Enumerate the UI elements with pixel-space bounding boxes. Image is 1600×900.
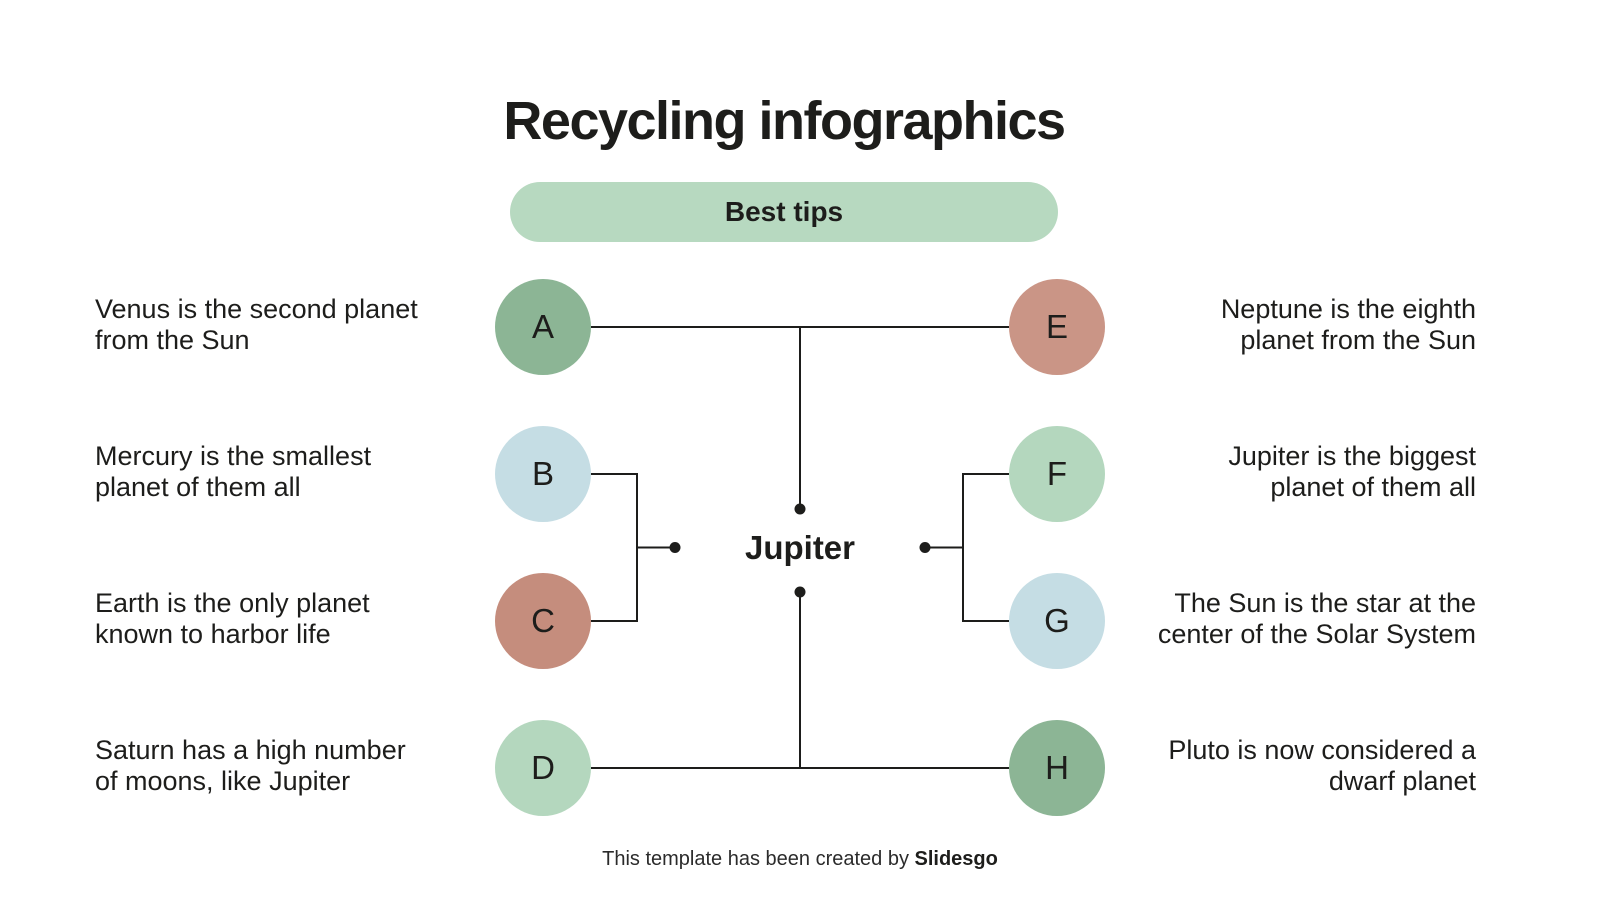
- node-h-circle: H: [1009, 720, 1105, 816]
- text-earth: Earth is the only planet known to harbor…: [95, 588, 370, 649]
- node-a-letter: A: [531, 308, 554, 345]
- node-b-circle: B: [495, 426, 591, 522]
- connector-top-dot: [794, 503, 806, 515]
- node-b-letter: B: [531, 455, 554, 492]
- footer-brand: Slidesgo: [914, 848, 998, 870]
- connector-b-c-bracket: [591, 473, 638, 622]
- node-g-circle: G: [1009, 573, 1105, 669]
- center-label: Jupiter: [744, 529, 856, 566]
- connector-right-dot: [919, 542, 931, 553]
- node-f-letter: F: [1046, 455, 1068, 492]
- text-jupiter: Jupiter is the biggest planet of them al…: [1228, 441, 1476, 502]
- node-d-circle: D: [495, 720, 591, 816]
- connector-f-g-bracket: [962, 473, 1009, 622]
- node-g-letter: G: [1044, 602, 1070, 639]
- node-e-circle: E: [1009, 279, 1105, 375]
- text-saturn: Saturn has a high number of moons, like …: [95, 735, 406, 796]
- footer-credit: This template has been created by Slides…: [0, 848, 1600, 871]
- page-title: Recycling infographics: [503, 91, 1066, 151]
- text-mercury: Mercury is the smallest planet of them a…: [95, 441, 372, 502]
- node-f-circle: F: [1009, 426, 1105, 522]
- text-pluto: Pluto is now considered a dwarf planet: [1168, 735, 1476, 796]
- node-c-letter: C: [531, 602, 555, 639]
- connector-left-dot: [669, 542, 681, 553]
- connector-bottom-dot: [794, 586, 806, 598]
- text-venus: Venus is the second planet from the Sun: [95, 294, 418, 355]
- best-tips-label: Best tips: [724, 196, 844, 227]
- node-e-letter: E: [1045, 308, 1068, 345]
- best-tips-pill: Best tips: [510, 182, 1058, 242]
- node-d-letter: D: [531, 749, 555, 786]
- node-c-circle: C: [495, 573, 591, 669]
- text-sun: The Sun is the star at the center of the…: [1157, 588, 1476, 649]
- node-a-circle: A: [495, 279, 591, 375]
- footer-credit-text: This template has been created by: [602, 848, 915, 870]
- node-h-letter: H: [1045, 749, 1069, 786]
- text-neptune: Neptune is the eighth planet from the Su…: [1220, 294, 1476, 355]
